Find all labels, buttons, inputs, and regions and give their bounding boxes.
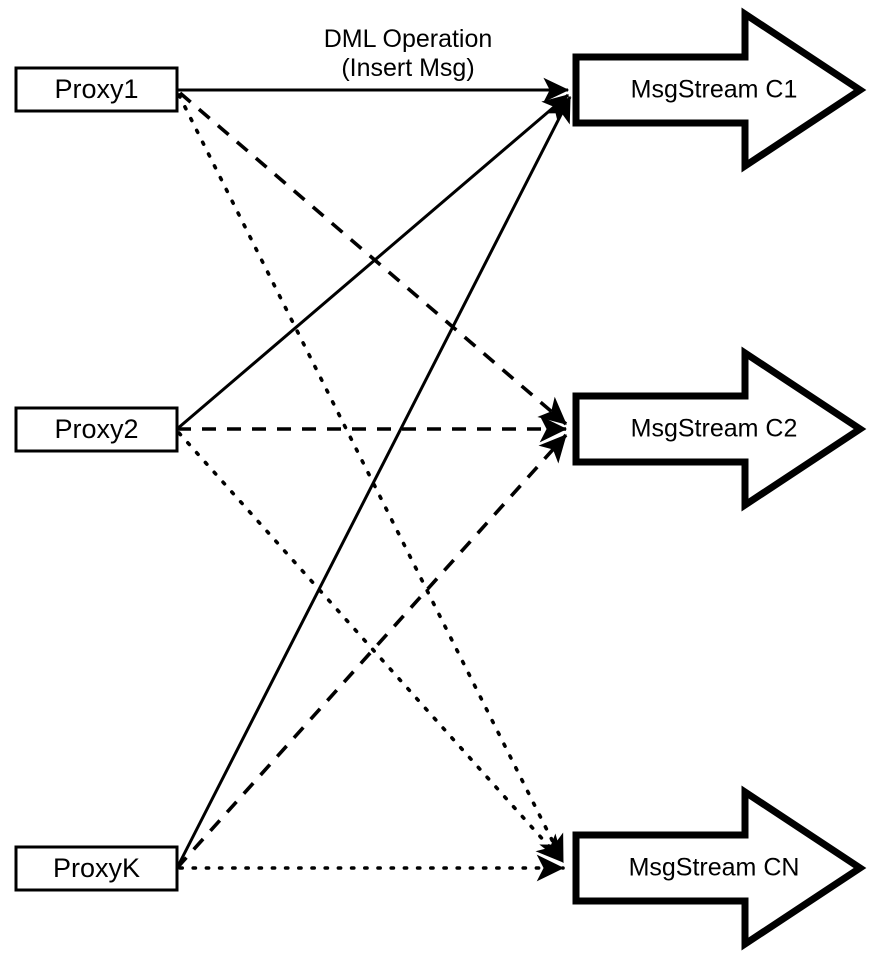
edge-label-dml-operation: DML Operation (Insert Msg) bbox=[324, 25, 493, 82]
proxy2-box[interactable] bbox=[14, 406, 179, 453]
stream-cn-label: MsgStream CN bbox=[629, 854, 800, 882]
proxy-node-proxy2[interactable]: Proxy2 bbox=[14, 406, 179, 453]
edge-proxy2-to-stream-c1 bbox=[176, 93, 569, 431]
stream-c1-label: MsgStream C1 bbox=[631, 76, 798, 104]
stream-node-c1[interactable]: MsgStream C1 bbox=[572, 7, 867, 173]
edge-group-proxyk bbox=[175, 95, 572, 882]
edge-label-line2: (Insert Msg) bbox=[341, 54, 474, 82]
edge-proxyk-to-stream-c1 bbox=[175, 95, 572, 869]
edge-group-proxy1 bbox=[177, 77, 570, 864]
edge-group-proxy2 bbox=[176, 93, 569, 864]
edge-proxyk-to-stream-c2 bbox=[175, 433, 568, 870]
stream-c2-arrow-shape[interactable] bbox=[572, 346, 867, 512]
stream-c2-label: MsgStream C2 bbox=[631, 415, 798, 443]
stream-node-c2[interactable]: MsgStream C2 bbox=[572, 346, 867, 512]
stream-c1-arrow-shape[interactable] bbox=[572, 7, 867, 173]
edge-proxy2-to-stream-cn bbox=[177, 431, 565, 864]
proxy-node-proxy1[interactable]: Proxy1 bbox=[14, 66, 179, 113]
proxy2-label: Proxy2 bbox=[54, 414, 138, 444]
proxyk-label: ProxyK bbox=[53, 853, 140, 883]
stream-node-cn[interactable]: MsgStream CN bbox=[572, 785, 867, 951]
edge-proxy1-to-stream-cn bbox=[177, 93, 565, 864]
stream-cn-arrow-shape[interactable] bbox=[572, 785, 867, 951]
edge-proxy1-to-stream-c2 bbox=[178, 91, 568, 426]
proxy1-label: Proxy1 bbox=[54, 74, 138, 104]
edge-label-line1: DML Operation bbox=[324, 25, 493, 53]
proxy-node-proxyk[interactable]: ProxyK bbox=[14, 845, 179, 892]
proxy1-box[interactable] bbox=[14, 66, 179, 113]
proxyk-box[interactable] bbox=[14, 845, 179, 892]
